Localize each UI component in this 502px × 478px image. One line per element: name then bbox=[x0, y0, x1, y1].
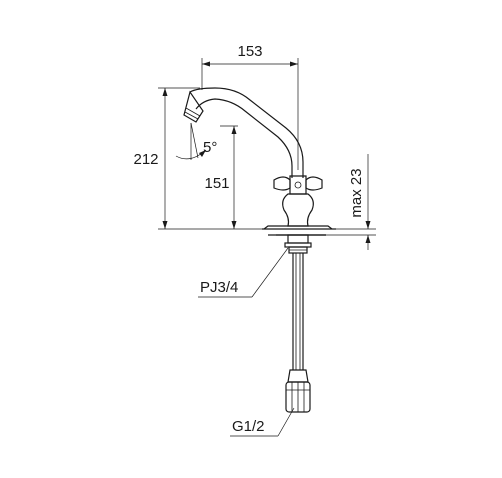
deck-thread-label: PJ3/4 bbox=[200, 279, 238, 296]
dimension-deck-thickness: max 23 bbox=[326, 154, 376, 250]
callout-supply-thread: G1/2 bbox=[230, 407, 295, 437]
callout-deck-thread: PJ3/4 bbox=[198, 247, 289, 298]
spout-reach-label: 153 bbox=[237, 43, 262, 60]
dimension-spout-angle: 5° bbox=[175, 122, 217, 160]
faucet-outline bbox=[183, 87, 336, 413]
deck-thickness-label: max 23 bbox=[348, 168, 365, 217]
dimension-overall-height: 212 bbox=[133, 87, 262, 230]
dimension-spout-reach: 153 bbox=[201, 43, 299, 170]
outlet-height-label: 151 bbox=[204, 175, 229, 192]
overall-height-label: 212 bbox=[133, 151, 158, 168]
dimension-outlet-height: 151 bbox=[204, 125, 238, 229]
spout-angle-label: 5° bbox=[203, 139, 217, 156]
supply-thread-label: G1/2 bbox=[232, 418, 265, 435]
